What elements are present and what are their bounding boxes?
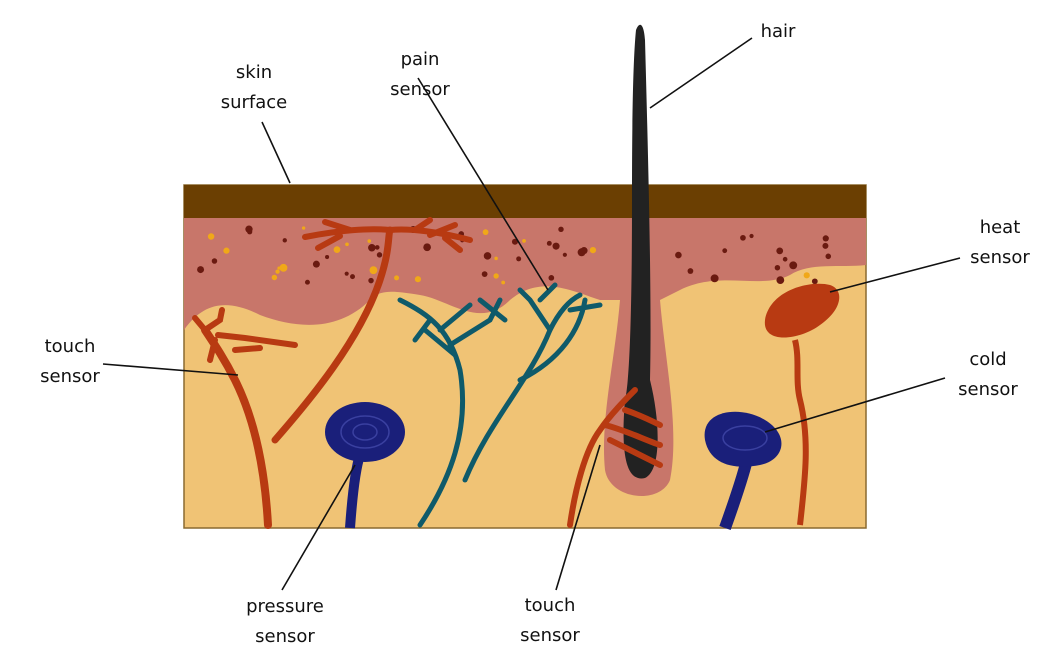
pressure-sensor bbox=[325, 402, 405, 529]
dermis-dot bbox=[211, 258, 218, 264]
dermis-dot bbox=[275, 269, 280, 274]
dermis-dot bbox=[776, 276, 785, 285]
dermis-dot bbox=[516, 256, 522, 262]
label-line: touch bbox=[44, 336, 96, 357]
dermis-dot bbox=[350, 274, 355, 280]
dermis-upper bbox=[184, 218, 866, 330]
dermis-dot bbox=[825, 253, 832, 260]
dermis-dot bbox=[414, 276, 422, 283]
dermis-dot bbox=[558, 226, 564, 233]
label-line: cold bbox=[969, 349, 1007, 370]
dermis-dot bbox=[552, 242, 560, 250]
dermis-dot bbox=[562, 252, 567, 257]
dermis-dot bbox=[494, 256, 498, 261]
pain-sensor-nerve bbox=[397, 282, 603, 528]
dermis-dot bbox=[822, 235, 829, 242]
dermis-dot bbox=[369, 266, 378, 275]
dermis-dot bbox=[207, 233, 215, 240]
dermis-dot bbox=[345, 242, 349, 247]
dermis-dot bbox=[589, 246, 597, 254]
label-line: sensor bbox=[390, 79, 450, 100]
dermis-dot bbox=[722, 248, 728, 254]
label-line: touch bbox=[524, 595, 576, 616]
dermis-dot bbox=[710, 274, 719, 283]
label-line: sensor bbox=[255, 626, 315, 647]
dermis-dot bbox=[312, 260, 320, 268]
dermis-dot bbox=[374, 245, 380, 250]
dermis-dot bbox=[822, 242, 829, 249]
dermis-dot bbox=[749, 233, 754, 239]
touch-sensor-bottom-nerve bbox=[567, 387, 663, 528]
dermis-dot bbox=[423, 243, 431, 252]
label-line: pressure bbox=[246, 596, 324, 617]
dermis-dot bbox=[522, 239, 526, 243]
dermis-dot bbox=[279, 263, 288, 272]
dermis-dot bbox=[482, 229, 489, 236]
label-line: sensor bbox=[958, 379, 1018, 400]
dermis-dot bbox=[304, 279, 310, 285]
dermis-dot bbox=[481, 271, 488, 277]
dermis-dot bbox=[325, 254, 330, 260]
label-touch-sensor-left: touch sensor bbox=[40, 332, 100, 392]
label-skin-surface: skin surface bbox=[221, 58, 288, 118]
label-heat-sensor: heat sensor bbox=[970, 213, 1030, 273]
label-pressure-sensor: pressure sensor bbox=[246, 592, 324, 652]
leader-lines bbox=[102, 37, 961, 591]
dermis-dot bbox=[368, 277, 374, 284]
label-touch-sensor-bottom: touch sensor bbox=[520, 591, 580, 651]
dermis-dot bbox=[811, 278, 818, 285]
label-line: skin bbox=[235, 62, 273, 83]
label-line: sensor bbox=[40, 366, 100, 387]
dermis-dot bbox=[548, 274, 555, 281]
label-line: sensor bbox=[520, 625, 580, 646]
dermis-dot bbox=[740, 234, 746, 241]
dermis-dot bbox=[776, 247, 784, 255]
dermis-dot bbox=[774, 264, 781, 271]
dermis-dot bbox=[675, 251, 682, 259]
label-line: sensor bbox=[970, 247, 1030, 268]
dermis-dot bbox=[782, 256, 788, 262]
label-hair: hair bbox=[760, 21, 796, 42]
dermis-dot bbox=[368, 244, 376, 252]
dermis-dot bbox=[687, 268, 694, 274]
dermis-dot bbox=[271, 274, 278, 281]
dermis-dot bbox=[247, 229, 253, 235]
dermis-dot bbox=[493, 273, 499, 279]
touch-sensor-left-nerve bbox=[192, 217, 473, 529]
label-line: heat bbox=[979, 217, 1021, 238]
dermis-dot bbox=[223, 247, 230, 254]
dermis-dot bbox=[511, 238, 518, 245]
label-pain-sensor: pain sensor bbox=[390, 45, 450, 105]
dermis-dot bbox=[282, 238, 287, 243]
label-cold-sensor: cold sensor bbox=[958, 345, 1018, 405]
dermis-dot bbox=[546, 240, 552, 246]
heat-sensor bbox=[764, 283, 840, 526]
dermis-dot bbox=[301, 226, 306, 230]
dermis-dot bbox=[501, 280, 506, 285]
skin-surface-layer bbox=[184, 185, 866, 218]
dermis-dot bbox=[333, 246, 341, 253]
dermis-dot bbox=[376, 252, 383, 258]
dermis-dot bbox=[803, 272, 810, 279]
dermis-dot bbox=[197, 266, 205, 274]
hair-shaft bbox=[623, 24, 658, 479]
label-line: pain bbox=[400, 49, 440, 70]
dermis-dot bbox=[394, 275, 400, 281]
label-line: surface bbox=[220, 92, 288, 113]
dermis-dot bbox=[367, 239, 372, 243]
dermis-dot bbox=[344, 271, 349, 276]
dermis-dot bbox=[577, 248, 586, 257]
dermis-dot bbox=[483, 252, 492, 260]
dermis-dot bbox=[789, 261, 798, 270]
cold-sensor bbox=[704, 411, 782, 531]
